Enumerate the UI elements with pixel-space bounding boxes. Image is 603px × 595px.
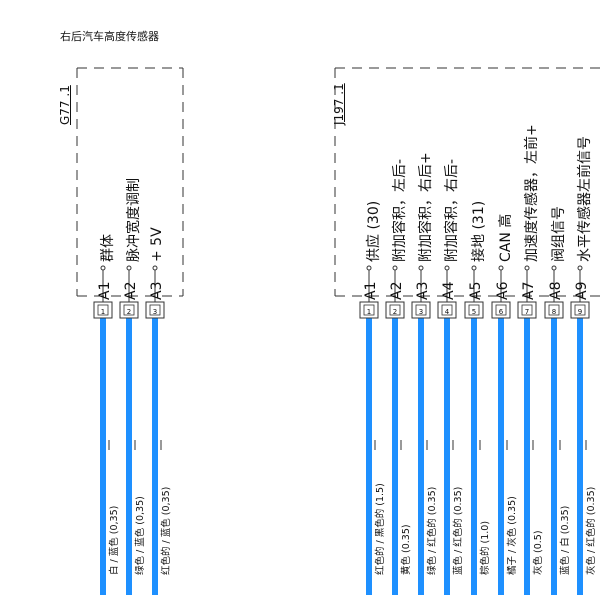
pin-dot bbox=[471, 265, 477, 271]
terminal-number: 3 bbox=[153, 308, 157, 316]
wire-label: 灰色 / 红色的 (0.35) bbox=[586, 486, 597, 575]
terminal-number: 2 bbox=[393, 308, 397, 316]
terminal-inner bbox=[415, 304, 427, 316]
pin-function: CAN 高 bbox=[498, 213, 514, 262]
pin-dot bbox=[100, 265, 106, 271]
terminal-number: 8 bbox=[552, 308, 556, 316]
component-label: J197 .1 bbox=[332, 83, 346, 125]
wire-label: 黄色 (0.35) bbox=[401, 524, 412, 575]
pin-label: A4 bbox=[441, 281, 457, 300]
terminal-number: 7 bbox=[525, 308, 529, 316]
pin-dot bbox=[126, 265, 132, 271]
pin-dot bbox=[577, 265, 583, 271]
pin-label: A2 bbox=[389, 281, 405, 300]
wire-1-4 bbox=[444, 318, 450, 595]
pin-label: A7 bbox=[521, 281, 537, 300]
wire-1-7 bbox=[524, 318, 530, 595]
terminal-number: 4 bbox=[445, 308, 450, 316]
pin-dot bbox=[366, 265, 372, 271]
terminal-inner bbox=[389, 304, 401, 316]
pin-label: A9 bbox=[574, 281, 590, 300]
pin-label: A3 bbox=[415, 281, 431, 300]
terminal-inner bbox=[548, 304, 560, 316]
terminal-inner bbox=[123, 304, 135, 316]
pin-function: 群体 bbox=[100, 234, 116, 262]
terminal-number: 3 bbox=[419, 308, 423, 316]
wire-label: 蓝色 / 白 (0.35) bbox=[560, 505, 571, 575]
pin-dot bbox=[392, 265, 398, 271]
wire-label: 蓝色 / 红色的 (0.35) bbox=[453, 486, 464, 575]
pin-function: 水平传感器左前信号 bbox=[577, 136, 593, 262]
wire-label: 绿色 / 红色的 (0.35) bbox=[427, 486, 438, 575]
component-label: G77 .1 bbox=[58, 85, 72, 125]
terminal-number: 6 bbox=[499, 308, 504, 316]
wire-1-9 bbox=[577, 318, 583, 595]
pin-dot bbox=[418, 265, 424, 271]
terminal-inner bbox=[468, 304, 480, 316]
pin-dot bbox=[551, 265, 557, 271]
pin-function: 加速度传感器，左前+ bbox=[524, 124, 540, 262]
wire-label: 棕色的 (1.0) bbox=[480, 520, 491, 575]
pin-function: 附加容积，左后- bbox=[392, 158, 408, 262]
terminal-inner bbox=[363, 304, 375, 316]
pin-function: 接地 (31) bbox=[471, 200, 487, 262]
terminal-number: 1 bbox=[367, 308, 371, 316]
pin-dot bbox=[498, 265, 504, 271]
terminal-number: 5 bbox=[472, 308, 476, 316]
pin-label: A6 bbox=[495, 281, 511, 300]
terminal-inner bbox=[574, 304, 586, 316]
pin-function: 脉冲宽度调制 bbox=[126, 178, 142, 262]
terminal-inner bbox=[149, 304, 161, 316]
wire-0-1 bbox=[100, 318, 106, 595]
wire-label: 灰色 (0.5) bbox=[533, 530, 544, 575]
pin-label: A1 bbox=[363, 281, 379, 300]
pin-label: A2 bbox=[123, 281, 139, 300]
wire-label: 红色的 / 黑色的 (1.5) bbox=[375, 483, 386, 575]
pin-label: A1 bbox=[97, 281, 113, 300]
diagram-title: 右后汽车高度传感器 bbox=[60, 30, 159, 43]
pin-function: 供应 (30) bbox=[366, 200, 382, 262]
wire-0-3 bbox=[152, 318, 158, 595]
pin-function: 附加容积，右后- bbox=[444, 158, 460, 262]
pin-dot bbox=[524, 265, 530, 271]
pin-label: A8 bbox=[548, 281, 564, 300]
wire-1-8 bbox=[551, 318, 557, 595]
wire-1-5 bbox=[471, 318, 477, 595]
terminal-inner bbox=[441, 304, 453, 316]
pin-function: 附加容积，右后+ bbox=[418, 152, 434, 262]
wire-label: 白 / 蓝色 (0,35) bbox=[109, 505, 120, 575]
wire-label: 红色的 / 蓝色 (0,35) bbox=[161, 486, 172, 575]
pin-function: 阀组信号 bbox=[551, 206, 567, 262]
pin-dot bbox=[444, 265, 450, 271]
pin-label: A5 bbox=[468, 281, 484, 300]
pin-dot bbox=[152, 265, 158, 271]
pin-label: A3 bbox=[149, 281, 165, 300]
terminal-inner bbox=[495, 304, 507, 316]
terminal-inner bbox=[521, 304, 533, 316]
wire-label: 橘子 / 灰色 (0.35) bbox=[507, 496, 518, 575]
wire-1-3 bbox=[418, 318, 424, 595]
wire-1-6 bbox=[498, 318, 504, 595]
wire-1-1 bbox=[366, 318, 372, 595]
wire-1-2 bbox=[392, 318, 398, 595]
terminal-number: 2 bbox=[127, 308, 131, 316]
terminal-number: 1 bbox=[101, 308, 105, 316]
wire-0-2 bbox=[126, 318, 132, 595]
terminal-number: 9 bbox=[578, 308, 582, 316]
pin-function: + 5V bbox=[149, 227, 165, 262]
terminal-inner bbox=[97, 304, 109, 316]
wire-label: 绿色 / 蓝色 (0,35) bbox=[135, 496, 146, 575]
